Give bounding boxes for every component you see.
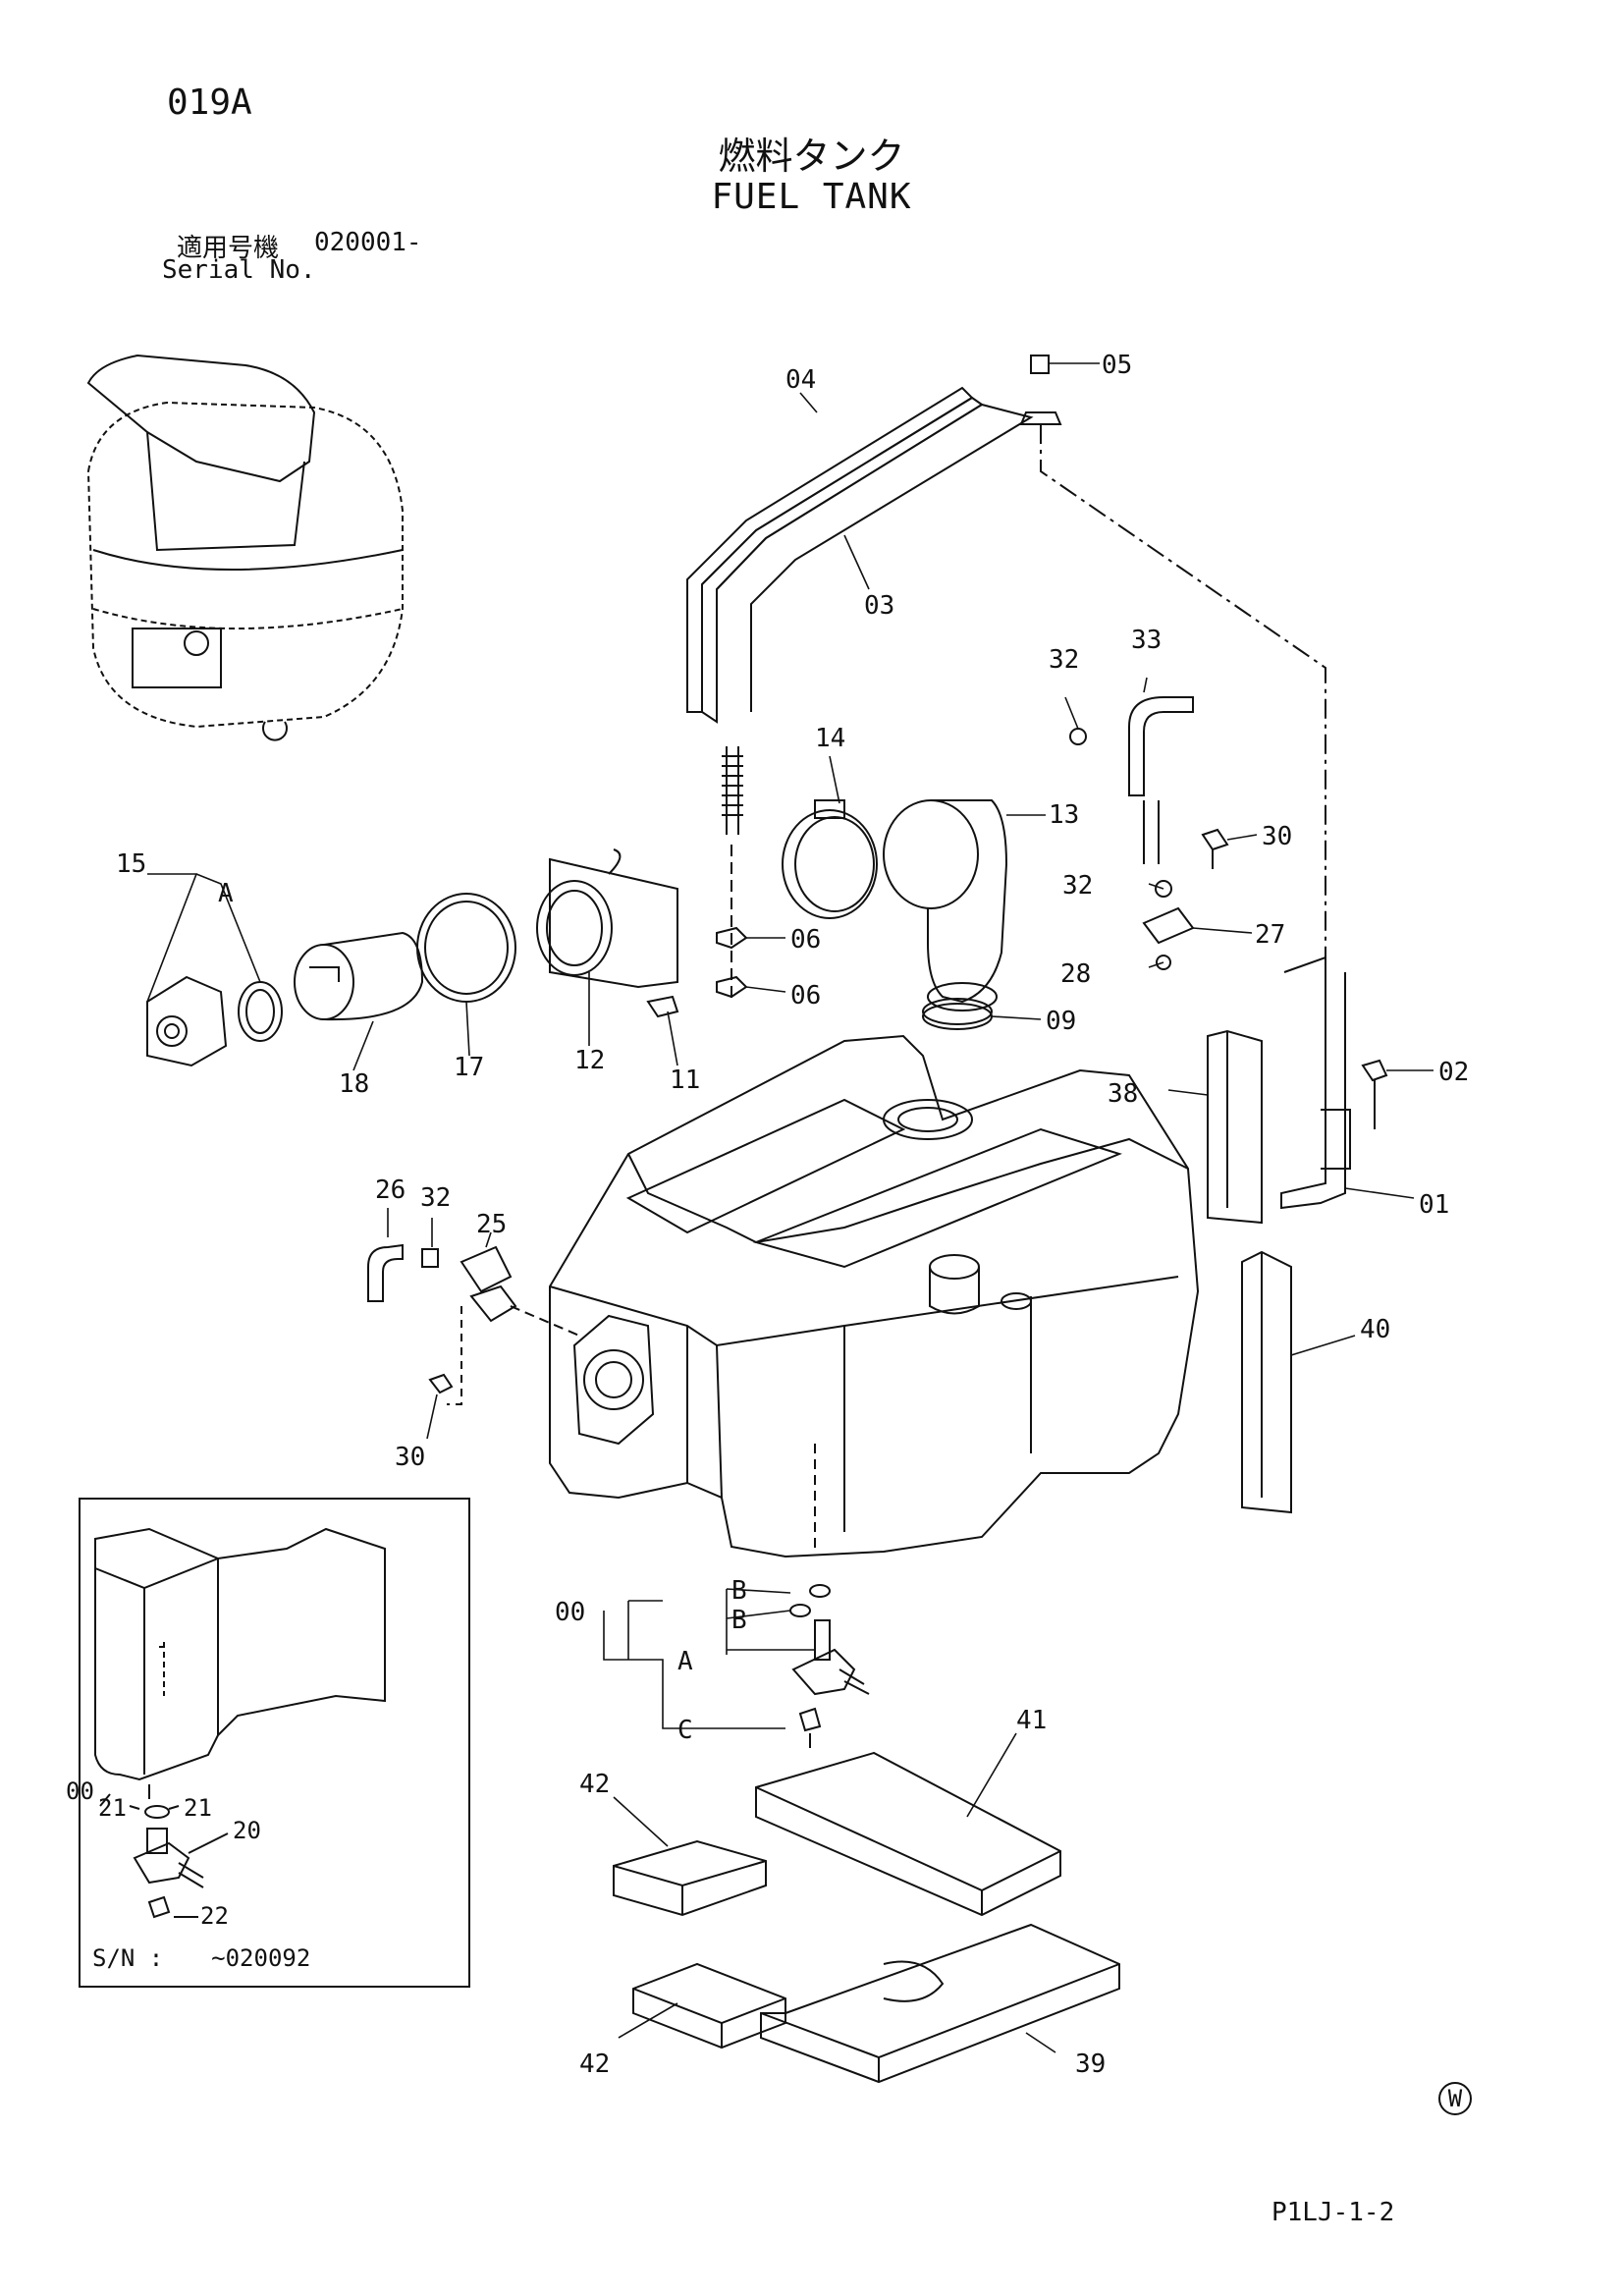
inset-callout-00: 00 (66, 1777, 94, 1805)
callout-01: 01 (1419, 1190, 1449, 1220)
hose-33 (1069, 696, 1194, 898)
title-japanese: 燃料タンク (718, 135, 905, 178)
hose-clamp-09 (922, 998, 993, 1030)
inset-serial-range: S/N : ~020092 (92, 1944, 310, 1972)
page-code: 019A (167, 82, 252, 123)
callout-00: 00 (555, 1598, 585, 1627)
callout-32: 32 (420, 1183, 451, 1213)
pad-41 (755, 1751, 1061, 1917)
pad-39 (760, 1923, 1120, 2084)
fuel-cap-15 (146, 975, 228, 1067)
callout-25: 25 (476, 1210, 507, 1239)
strainer-18 (294, 931, 424, 1021)
callout-32: 32 (1062, 871, 1093, 901)
bolt-02 (1361, 1059, 1388, 1129)
machine-overview-illustration (86, 354, 404, 741)
callout-c: C (677, 1716, 693, 1745)
gasket-17 (416, 893, 516, 1003)
bracket-01 (1280, 956, 1351, 1210)
callout-39: 39 (1075, 2050, 1106, 2079)
callout-b: B (731, 1606, 747, 1635)
hose-clamp-14 (782, 799, 878, 919)
callout-42: 42 (579, 2050, 610, 2079)
callout-13: 13 (1049, 800, 1079, 830)
callout-05: 05 (1102, 351, 1132, 380)
inset-callout-20: 20 (233, 1817, 261, 1844)
drain-valve-assembly (789, 1584, 870, 1748)
nuts-06 (716, 845, 748, 1002)
callout-03: 03 (864, 591, 894, 621)
callout-12: 12 (574, 1046, 605, 1075)
callout-labels: 05 04 03 32 33 14 13 30 15 A 32 27 06 06… (116, 351, 1469, 2079)
callout-27: 27 (1255, 920, 1285, 950)
serial-label-english: Serial No. (162, 255, 316, 285)
inset-callout-21: 21 (98, 1794, 127, 1822)
adapter-12 (536, 848, 678, 989)
callout-a: A (218, 879, 234, 908)
callout-18: 18 (339, 1069, 369, 1099)
ring-a (238, 981, 283, 1042)
inset-sn-value: ~020092 (211, 1944, 311, 1972)
callout-33: 33 (1131, 626, 1162, 655)
callout-42: 42 (579, 1770, 610, 1799)
fuel-tank-body (549, 1034, 1200, 1558)
pad-40 (1241, 1250, 1292, 1514)
inset-drawing: 00 21 21 20 22 (66, 1527, 386, 1930)
pad-42-upper (613, 1839, 767, 1917)
inset-callout-22: 22 (200, 1902, 229, 1930)
inset-earlier-serial-variant: 00 21 21 20 22 S/N : ~020092 (66, 1498, 470, 1988)
leader-lines (146, 362, 1434, 2053)
callout-a: A (677, 1647, 693, 1676)
watermark-symbol: W (1438, 2082, 1472, 2115)
callout-06: 06 (790, 981, 821, 1011)
serial-value: 020001- (314, 228, 422, 257)
bolt-30 (1201, 828, 1229, 869)
callout-11: 11 (670, 1066, 700, 1095)
title-english: FUEL TANK (711, 177, 912, 217)
inset-sn-label: S/N : (92, 1944, 164, 1972)
footer-page-code: P1LJ-1-2 (1271, 2198, 1395, 2227)
callout-38: 38 (1108, 1079, 1138, 1109)
bolt-30-lower (428, 1306, 462, 1405)
fitting-25 (460, 1245, 580, 1337)
pad-38 (1207, 1029, 1263, 1225)
serial-label-japanese: 適用号機 (177, 234, 280, 263)
callout-04: 04 (785, 365, 816, 395)
callout-41: 41 (1016, 1706, 1047, 1735)
bolt-05 (1019, 355, 1326, 962)
filler-neck-13 (883, 799, 1008, 1011)
callout-15: 15 (116, 849, 146, 879)
callout-14: 14 (815, 724, 845, 753)
pad-42-lower (632, 1962, 786, 2050)
callout-06: 06 (790, 925, 821, 955)
rubber-strip-04-03 (686, 386, 1034, 835)
callout-02: 02 (1438, 1058, 1469, 1087)
hose-26 (367, 1243, 439, 1302)
callout-28: 28 (1060, 959, 1091, 989)
callout-40: 40 (1360, 1315, 1390, 1344)
callout-30: 30 (395, 1443, 425, 1472)
callout-b: B (731, 1576, 747, 1606)
callout-17: 17 (454, 1053, 484, 1082)
bolt-11 (646, 995, 679, 1018)
flange-27 (1142, 906, 1195, 970)
callout-26: 26 (375, 1175, 406, 1205)
inset-callout-21: 21 (184, 1794, 212, 1822)
callout-32: 32 (1049, 645, 1079, 675)
callout-30: 30 (1262, 822, 1292, 851)
callout-09: 09 (1046, 1007, 1076, 1036)
